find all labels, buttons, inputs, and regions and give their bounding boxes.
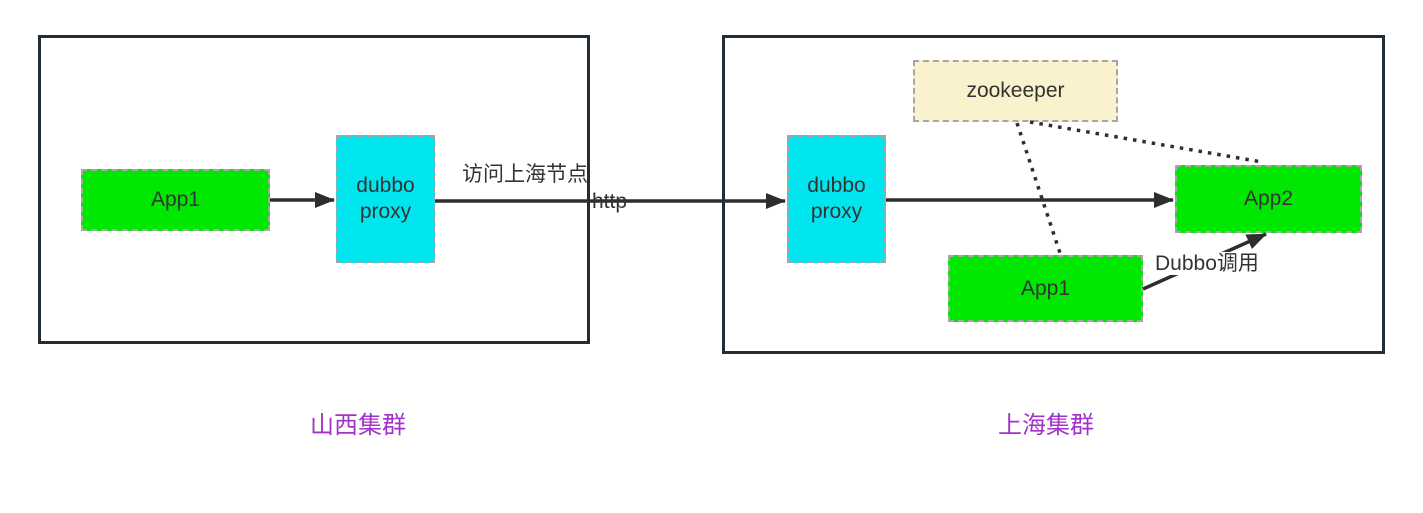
shanxi-app1-label: App1	[150, 188, 201, 211]
zookeeper-node: zookeeper	[913, 60, 1118, 122]
shanghai-app1-label: App1	[1020, 276, 1071, 300]
shanxi-app1-node: App1	[81, 169, 270, 231]
shanghai-cluster-caption: 上海集群	[998, 412, 1094, 439]
zookeeper-label: zookeeper	[966, 79, 1065, 102]
http-label: http	[592, 190, 628, 213]
shanghai-dubbo-proxy-node: dubbo proxy	[787, 135, 886, 263]
shanghai-dubbo-proxy-label: dubbo proxy	[807, 174, 866, 223]
shanxi-cluster-frame	[38, 35, 590, 344]
dubbo-call-label: Dubbo调用	[1153, 252, 1261, 275]
shanghai-cluster-frame	[722, 35, 1385, 354]
shanghai-app2-label: App2	[1243, 187, 1294, 210]
shanxi-dubbo-proxy-label: dubbo proxy	[356, 174, 415, 223]
shanxi-cluster-caption: 山西集群	[310, 412, 406, 439]
shanghai-app2-node: App2	[1175, 165, 1362, 233]
visit-shanghai-node-label: 访问上海节点	[462, 163, 588, 186]
shanghai-app1-node: App1	[948, 255, 1143, 322]
shanxi-dubbo-proxy-node: dubbo proxy	[336, 135, 435, 263]
